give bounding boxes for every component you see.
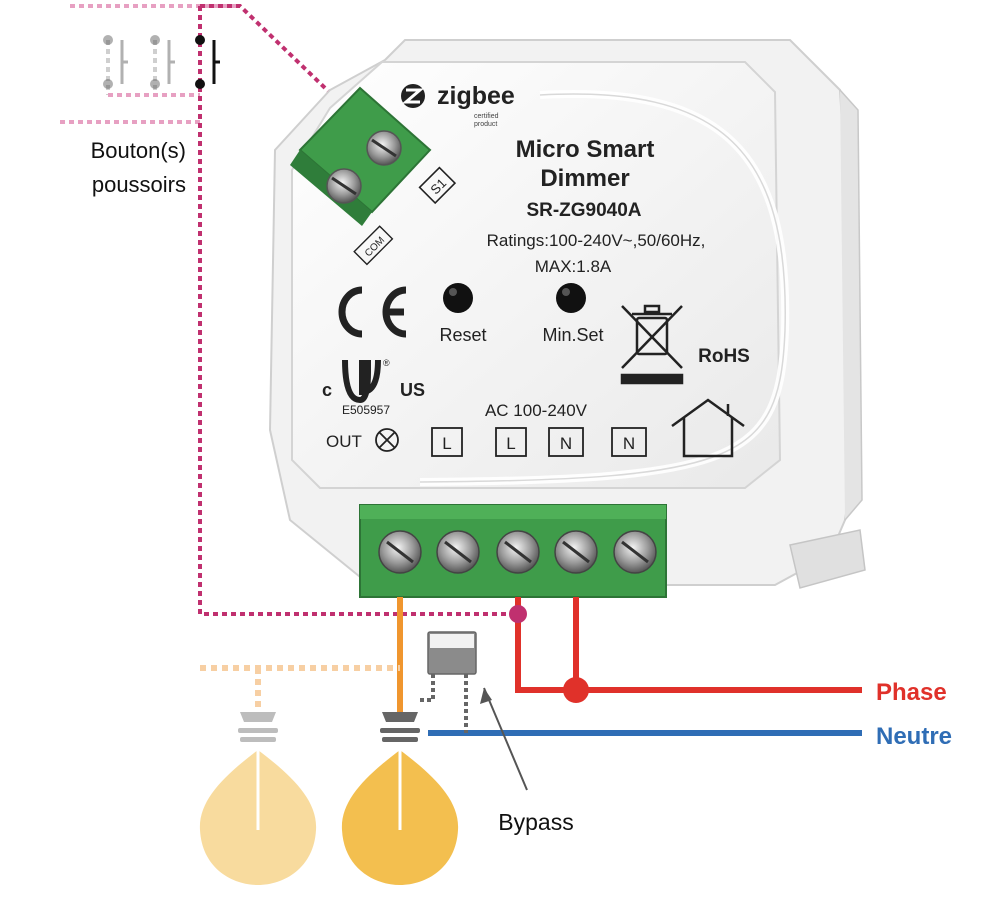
neutre-label: Neutre bbox=[876, 723, 952, 750]
top-terminal-block bbox=[290, 86, 432, 226]
device-ratings-2: MAX:1.8A bbox=[535, 257, 612, 276]
bulb-on bbox=[341, 712, 459, 885]
push-buttons bbox=[103, 35, 220, 89]
terminal-label-n2: N bbox=[623, 434, 635, 453]
ul-c-label: c bbox=[322, 380, 332, 400]
terminal-label-l2: L bbox=[506, 434, 515, 453]
minset-label: Min.Set bbox=[542, 325, 603, 345]
ul-us-label: US bbox=[400, 380, 425, 400]
push-button-wires bbox=[60, 3, 518, 616]
reset-label: Reset bbox=[439, 325, 486, 345]
phase-wire bbox=[509, 597, 862, 703]
terminal-screw bbox=[436, 530, 480, 574]
device-text: ® bbox=[383, 358, 390, 368]
phase-label: Phase bbox=[876, 679, 947, 706]
zigbee-logo bbox=[401, 84, 425, 108]
terminal-screw bbox=[496, 530, 540, 574]
bypass-label: Bypass bbox=[498, 809, 573, 835]
rohs-label: RoHS bbox=[698, 346, 750, 367]
terminal-label-boxes bbox=[431, 427, 647, 457]
ac-label: AC 100-240V bbox=[485, 401, 588, 420]
device-title-1: Micro Smart bbox=[516, 136, 655, 163]
house-icon bbox=[671, 398, 745, 458]
bulb-off bbox=[199, 712, 317, 885]
dimmer-device: ® bbox=[268, 39, 866, 598]
output-wire bbox=[200, 597, 403, 712]
switch-junction-dot bbox=[509, 605, 527, 623]
device-text: product bbox=[474, 121, 497, 128]
push-button-symbol bbox=[150, 35, 175, 89]
terminal-screw bbox=[613, 530, 657, 574]
terminal-screw bbox=[378, 530, 422, 574]
buttons-label-1: Bouton(s) bbox=[91, 138, 186, 163]
bypass-module bbox=[418, 631, 528, 791]
device-title-2: Dimmer bbox=[540, 165, 629, 192]
out-label: OUT bbox=[326, 432, 362, 451]
terminal-label-l1: L bbox=[442, 434, 451, 453]
ce-mark bbox=[338, 286, 407, 338]
phase-junction-dot bbox=[563, 677, 589, 703]
bottom-terminal-block bbox=[359, 504, 667, 598]
lamp-symbol-icon bbox=[375, 428, 399, 452]
weee-bin-icon bbox=[620, 304, 684, 385]
ul-mark: ® bbox=[342, 358, 390, 404]
device-model: SR-ZG9040A bbox=[526, 200, 641, 221]
buttons-label-2: poussoirs bbox=[92, 172, 186, 197]
cert-number: E505957 bbox=[342, 403, 390, 417]
min-set-button[interactable] bbox=[556, 283, 586, 313]
reset-button[interactable] bbox=[443, 283, 473, 313]
device-text: certified bbox=[474, 113, 499, 120]
push-button-symbol bbox=[195, 35, 220, 89]
push-button-symbol bbox=[103, 35, 128, 89]
zigbee-wordmark: zigbee bbox=[437, 82, 515, 110]
terminal-label-n1: N bbox=[560, 434, 572, 453]
terminal-screw bbox=[554, 530, 598, 574]
device-ratings-1: Ratings:100-240V~,50/60Hz, bbox=[487, 231, 706, 250]
